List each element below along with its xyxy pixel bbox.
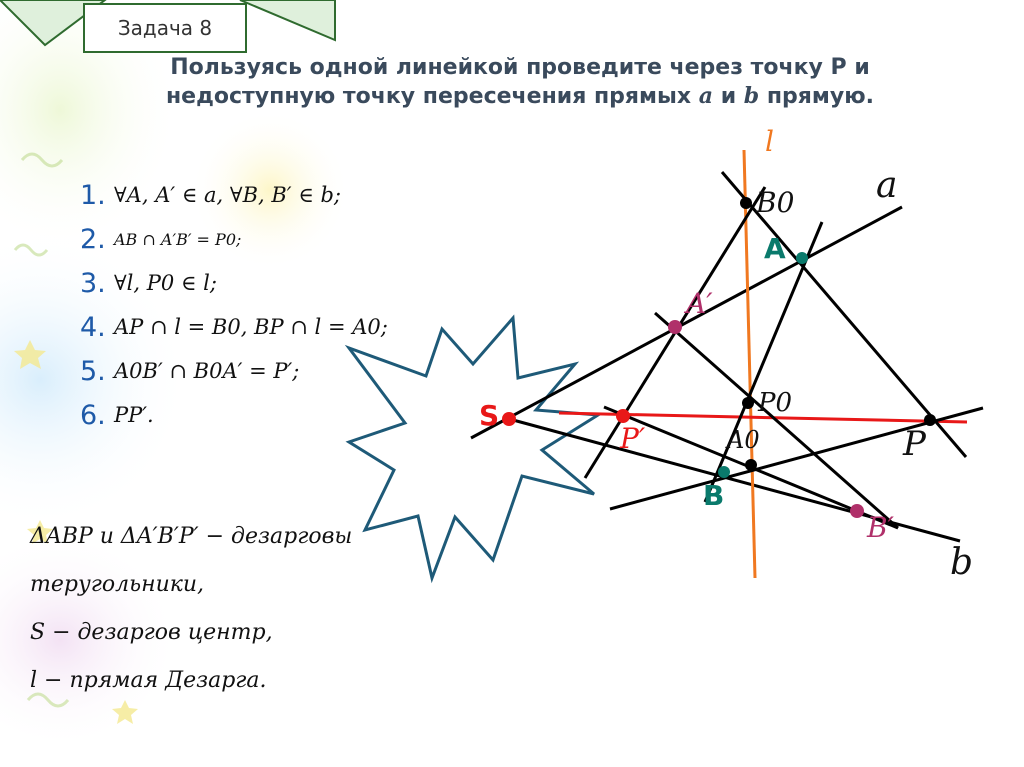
label-a0: A0 xyxy=(727,426,760,454)
label-a-prime: A′ xyxy=(686,287,713,320)
desargues-notes: ΔABP и ΔA′B′P′ − дезарговы теругольники,… xyxy=(30,513,352,705)
note-line: теругольники, xyxy=(30,572,205,597)
problem-text: и xyxy=(713,84,744,109)
point-p0 xyxy=(742,397,754,409)
note-line: ΔABP и ΔA′B′P′ − дезарговы xyxy=(30,524,353,549)
label-b0: B0 xyxy=(756,186,795,219)
note-line: l − прямая Дезарга. xyxy=(30,668,267,693)
line-ap xyxy=(720,171,968,458)
step-6: 6. PP′. xyxy=(80,393,388,437)
label-l-line: l xyxy=(765,125,774,158)
line-a xyxy=(470,205,903,440)
point-p xyxy=(924,414,936,426)
step-formula: A0B′ ∩ B0A′ = P′; xyxy=(114,359,300,383)
step-1: 1. ∀A, A′ ∈ a, ∀B, B′ ∈ b; xyxy=(80,173,388,217)
step-number: 3. xyxy=(80,267,106,299)
label-p0: P0 xyxy=(758,388,793,418)
label-a-point: A xyxy=(764,232,786,265)
line-a-ref: a xyxy=(698,83,714,109)
step-3: 3. ∀l, P0 ∈ l; xyxy=(80,261,388,305)
label-a-line: a xyxy=(876,165,898,206)
point-s xyxy=(502,412,516,426)
point-b0 xyxy=(740,197,752,209)
line-b xyxy=(512,418,961,543)
starburst-shape xyxy=(344,314,603,584)
step-number: 4. xyxy=(80,311,106,343)
problem-line-2: недоступную точку пересечения прямых a и… xyxy=(60,82,980,111)
step-number: 2. xyxy=(80,223,106,255)
point-b-prime xyxy=(850,504,864,518)
task-badge: Задача 8 xyxy=(83,3,247,53)
point-p-prime xyxy=(616,409,630,423)
point-a0 xyxy=(745,459,757,471)
step-formula: PP′. xyxy=(114,403,154,427)
step-formula: AB ∩ A′B′ = P0; xyxy=(114,229,242,249)
step-5: 5. A0B′ ∩ B0A′ = P′; xyxy=(80,349,388,393)
step-number: 6. xyxy=(80,399,106,431)
line-b-ref: b xyxy=(743,83,760,109)
label-b-line: b xyxy=(950,542,974,583)
problem-statement: Пользуясь одной линейкой проведите через… xyxy=(60,53,980,111)
point-a-prime xyxy=(668,320,682,334)
label-b-prime: B′ xyxy=(867,511,894,544)
problem-line-1: Пользуясь одной линейкой проведите через… xyxy=(170,55,870,80)
label-s: S xyxy=(479,399,500,432)
line-bp xyxy=(609,406,984,511)
label-b-point: B xyxy=(703,479,725,512)
label-p-prime: P′ xyxy=(620,422,646,455)
line-a-prime-b-prime xyxy=(654,311,899,530)
label-p-point: P xyxy=(903,424,926,464)
note-line: S − дезаргов центр, xyxy=(30,620,273,645)
step-formula: ∀A, A′ ∈ a, ∀B, B′ ∈ b; xyxy=(114,183,341,207)
point-b xyxy=(718,466,730,478)
step-formula: ∀l, P0 ∈ l; xyxy=(114,271,217,295)
step-4: 4. AP ∩ l = B0, BP ∩ l = A0; xyxy=(80,305,388,349)
problem-text: прямую. xyxy=(759,84,874,109)
problem-text: недоступную точку пересечения прямых xyxy=(165,84,699,109)
step-number: 5. xyxy=(80,355,106,387)
step-formula: AP ∩ l = B0, BP ∩ l = A0; xyxy=(114,315,388,339)
solution-steps: 1. ∀A, A′ ∈ a, ∀B, B′ ∈ b; 2. AB ∩ A′B′ = … xyxy=(80,173,388,437)
point-a xyxy=(796,252,808,264)
step-2: 2. AB ∩ A′B′ = P0; xyxy=(80,217,388,261)
line-l xyxy=(742,149,757,579)
step-number: 1. xyxy=(80,179,106,211)
